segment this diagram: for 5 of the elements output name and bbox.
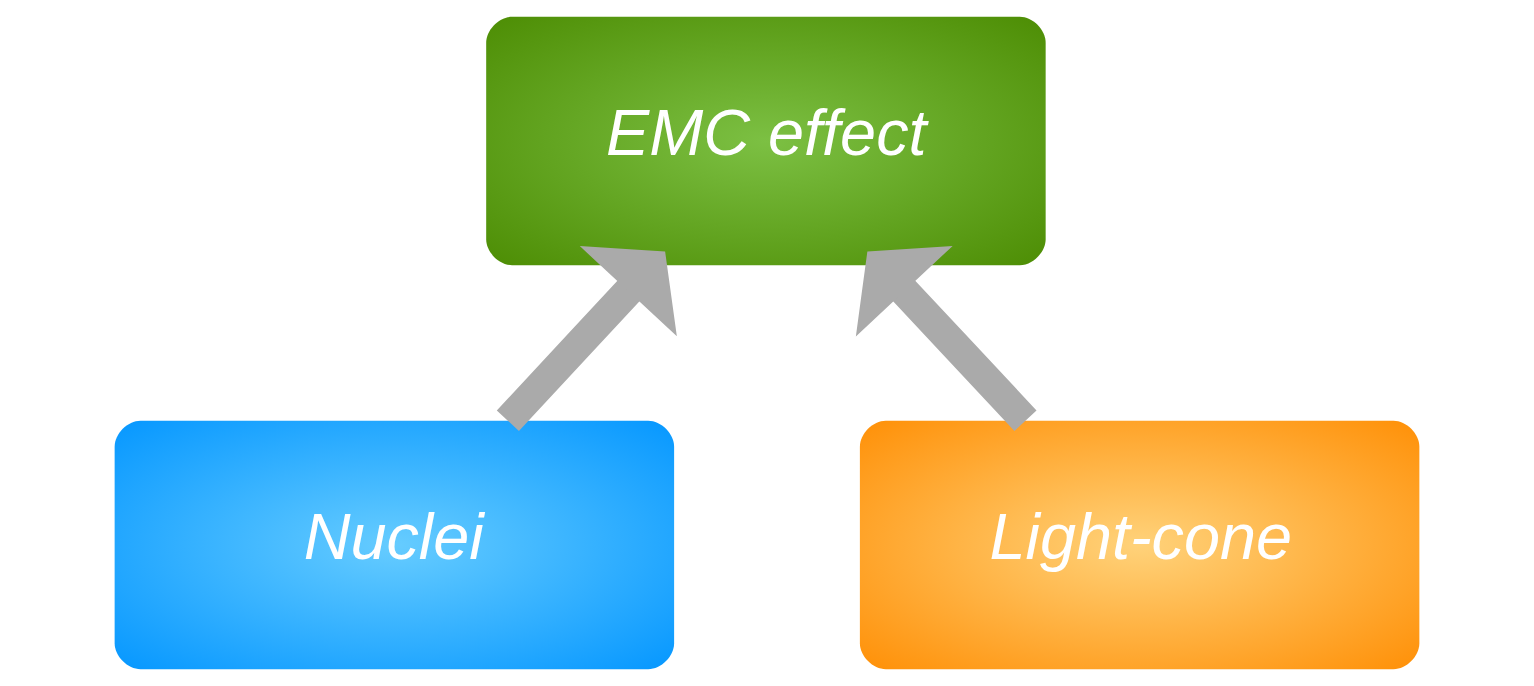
arrow [496, 246, 677, 432]
node-box: Light-cone [859, 420, 1420, 670]
node-box: Nuclei [114, 420, 675, 670]
node-box: EMC effect [486, 16, 1046, 266]
arrow [855, 245, 1037, 432]
